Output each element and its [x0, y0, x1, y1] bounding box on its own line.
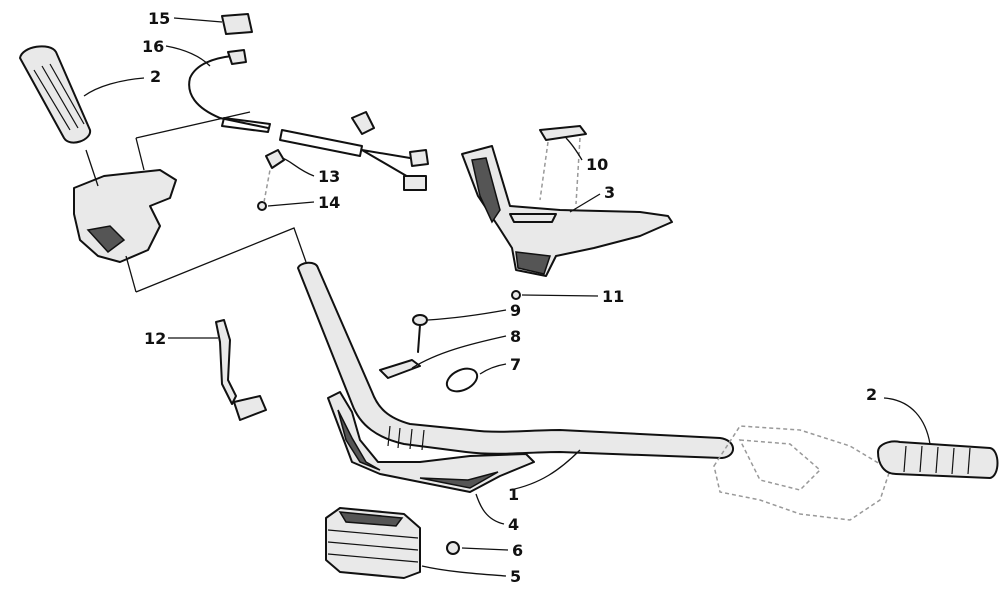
callout-labels: 1 2 2 3 4 5 6 7 8 9 10 11 12 13 14 15 16: [142, 9, 877, 586]
part-screw: [412, 314, 428, 353]
part-handlebar: [297, 261, 734, 459]
part-bracket-plate: [379, 359, 421, 379]
callout-10: 10: [586, 155, 608, 174]
callout-8: 8: [510, 327, 521, 346]
callout-15: 15: [148, 9, 170, 28]
callout-4: 4: [508, 515, 519, 534]
callout-2-left: 2: [150, 67, 161, 86]
assembly-lines: [85, 111, 307, 293]
callout-3: 3: [604, 183, 615, 202]
part-clip: [265, 149, 285, 169]
callout-14: 14: [318, 193, 340, 212]
callout-1: 1: [508, 485, 519, 504]
part-cable: [188, 49, 429, 191]
part-throttle-switch: [215, 319, 267, 421]
part-nut: [446, 541, 460, 555]
part-handlebar-pad: [461, 145, 673, 277]
callout-16: 16: [142, 37, 164, 56]
part-clamp-band: [445, 367, 479, 393]
part-cap: [221, 13, 253, 35]
leader-lines: [83, 17, 931, 577]
callout-5: 5: [510, 567, 521, 586]
part-riser-block: [325, 507, 421, 579]
part-left-housing: [73, 169, 177, 263]
part-right-grip: [877, 440, 999, 479]
callout-13: 13: [318, 167, 340, 186]
part-pad-insert: [539, 125, 587, 205]
callout-11: 11: [602, 287, 624, 306]
part-small-screw: [257, 169, 271, 211]
callout-6: 6: [512, 541, 523, 560]
part-lower-clamp: [327, 391, 535, 493]
part-washer: [511, 290, 521, 300]
part-right-housing: [713, 425, 891, 521]
callout-12: 12: [144, 329, 166, 348]
callout-9: 9: [510, 301, 521, 320]
part-left-grip: [19, 45, 92, 144]
callout-2-right: 2: [866, 385, 877, 404]
callout-7: 7: [510, 355, 521, 374]
